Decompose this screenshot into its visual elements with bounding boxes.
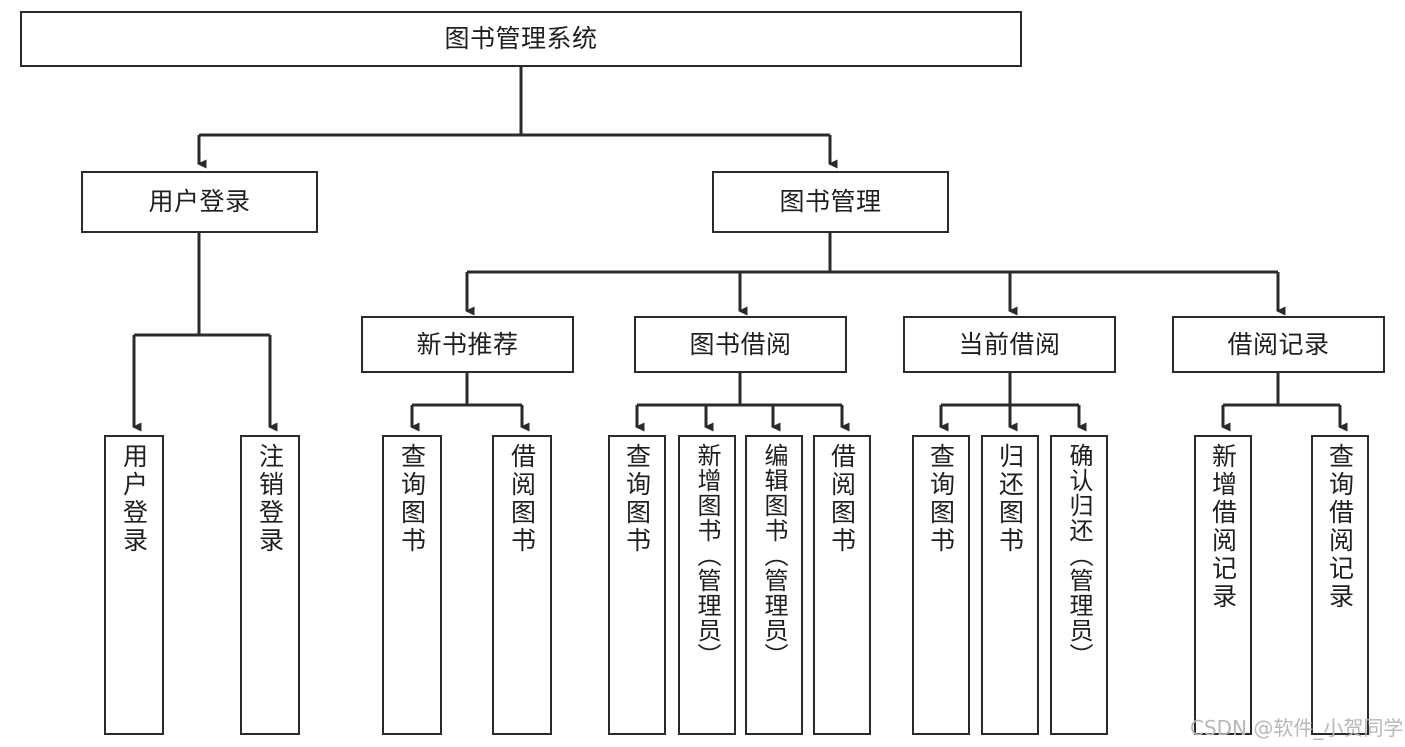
node-leaf-query-record[interactable]: 查询借阅记录: [1311, 435, 1369, 735]
node-leaf-edit-book[interactable]: 编辑图书（管理员）: [745, 435, 803, 735]
node-leaf-confirm-return[interactable]: 确认归还（管理员）: [1050, 435, 1108, 735]
node-leaf-query-book-1[interactable]: 查询图书: [382, 435, 442, 735]
node-leaf-return-book-label: 归还图书: [995, 443, 1025, 555]
node-leaf-edit-book-label: 编辑图书（管理员）: [760, 443, 788, 668]
node-leaf-query-book-3[interactable]: 查询图书: [912, 435, 970, 735]
node-leaf-borrow-book-2-label: 借阅图书: [827, 443, 857, 555]
node-root[interactable]: 图书管理系统: [20, 11, 1022, 67]
node-current-borrow[interactable]: 当前借阅: [903, 316, 1116, 373]
node-leaf-confirm-return-label: 确认归还（管理员）: [1065, 443, 1093, 668]
node-leaf-return-book[interactable]: 归还图书: [981, 435, 1039, 735]
node-new-book-recommend[interactable]: 新书推荐: [361, 316, 574, 373]
node-leaf-borrow-book-2[interactable]: 借阅图书: [813, 435, 871, 735]
node-leaf-user-logout-label: 注销登录: [255, 443, 285, 555]
node-leaf-user-logout[interactable]: 注销登录: [240, 435, 300, 735]
node-leaf-add-book-label: 新增图书（管理员）: [693, 443, 721, 668]
csdn-watermark: CSDN @软件_小贺同学: [1190, 716, 1404, 740]
node-leaf-borrow-book-1-label: 借阅图书: [507, 443, 537, 555]
node-new-book-recommend-label: 新书推荐: [416, 329, 519, 359]
node-book-management[interactable]: 图书管理: [712, 171, 949, 233]
node-root-label: 图书管理系统: [444, 24, 598, 53]
node-book-management-label: 图书管理: [779, 187, 882, 216]
node-current-borrow-label: 当前借阅: [958, 329, 1061, 359]
node-book-borrow-label: 图书借阅: [689, 329, 792, 359]
node-leaf-add-record-label: 新增借阅记录: [1208, 443, 1238, 611]
node-leaf-query-book-1-label: 查询图书: [397, 443, 427, 555]
node-leaf-query-book-2[interactable]: 查询图书: [608, 435, 666, 735]
node-leaf-add-book[interactable]: 新增图书（管理员）: [678, 435, 736, 735]
node-borrow-record[interactable]: 借阅记录: [1172, 316, 1385, 373]
node-leaf-query-record-label: 查询借阅记录: [1325, 443, 1355, 611]
node-leaf-user-login-label: 用户登录: [119, 443, 149, 555]
node-leaf-user-login[interactable]: 用户登录: [104, 435, 164, 735]
node-leaf-add-record[interactable]: 新增借阅记录: [1194, 435, 1252, 735]
node-leaf-query-book-3-label: 查询图书: [926, 443, 956, 555]
node-user-login[interactable]: 用户登录: [81, 171, 318, 233]
node-leaf-query-book-2-label: 查询图书: [622, 443, 652, 555]
node-borrow-record-label: 借阅记录: [1227, 329, 1330, 359]
node-book-borrow[interactable]: 图书借阅: [634, 316, 847, 373]
node-user-login-label: 用户登录: [148, 187, 251, 216]
node-leaf-borrow-book-1[interactable]: 借阅图书: [492, 435, 552, 735]
